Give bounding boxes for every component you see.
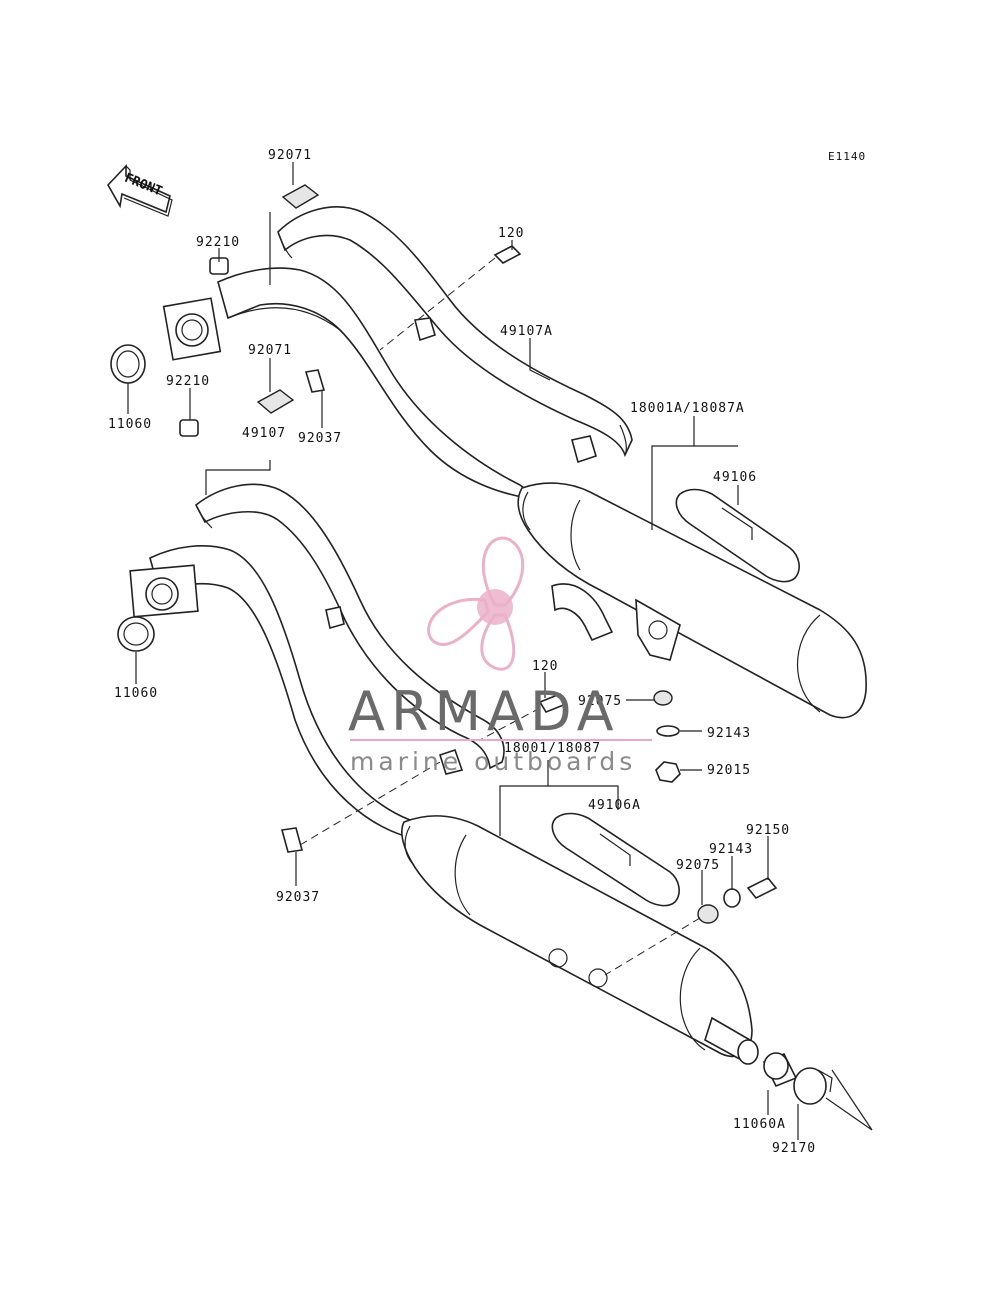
propeller-logo-icon: [427, 536, 525, 671]
part-label-11060-top: 11060: [108, 417, 152, 432]
part-label-49107: 49107: [242, 426, 286, 441]
part-label-49107A: 49107A: [500, 324, 553, 339]
part-label-92075-top: 92075: [578, 694, 622, 709]
part-label-92071-top: 92071: [268, 148, 312, 163]
part-label-11060A: 11060A: [733, 1117, 786, 1132]
armada-watermark: ARMADA marine outboards: [348, 536, 652, 776]
part-label-92150: 92150: [746, 823, 790, 838]
part-label-18001-18087: 18001/18087: [504, 741, 601, 756]
rubber-pad-icon: [256, 389, 295, 414]
bolt-icon: [538, 693, 568, 713]
part-label-18001A-18087A: 18001A/18087A: [630, 401, 745, 416]
clip-icon: [280, 827, 304, 853]
part-label-49106: 49106: [713, 470, 757, 485]
washer-icon: [723, 888, 741, 908]
gasket-icon: [117, 616, 155, 652]
part-label-92210-mid: 92210: [166, 374, 210, 389]
lower-exhaust-pipe: [129, 483, 759, 1065]
part-label-92143-top: 92143: [707, 726, 751, 741]
upper-exhaust-pipe: [162, 206, 867, 719]
bolt-icon: [493, 245, 522, 264]
grommet-icon: [653, 690, 673, 706]
collar-icon: [179, 419, 199, 437]
part-label-92170: 92170: [772, 1141, 816, 1156]
clamp-icon: [793, 1067, 827, 1105]
part-label-120-top: 120: [498, 226, 524, 241]
watermark-brand: ARMADA: [348, 680, 620, 743]
watermark-tagline: marine outboards: [350, 747, 636, 776]
clip-icon: [304, 369, 326, 393]
nut-icon: [655, 761, 681, 783]
rubber-pad-icon: [281, 184, 320, 209]
part-label-92037-top: 92037: [298, 431, 342, 446]
part-label-92071-mid: 92071: [248, 343, 292, 358]
part-label-92210-top: 92210: [196, 235, 240, 250]
leader-lines: [127, 162, 873, 1140]
diagram-code: E1140: [828, 150, 866, 163]
part-label-49106A: 49106A: [588, 798, 641, 813]
part-label-92143-bot: 92143: [709, 842, 753, 857]
front-arrow-icon: FRONT: [107, 163, 173, 217]
part-labels: 92071 92210 11060 92071 92210 92037 120 …: [108, 148, 816, 1156]
part-label-92037-bot: 92037: [276, 890, 320, 905]
washer-icon: [656, 725, 680, 737]
part-label-92015: 92015: [707, 763, 751, 778]
part-label-92075-bot: 92075: [676, 858, 720, 873]
grommet-icon: [697, 904, 719, 924]
bolt-icon: [746, 876, 778, 900]
small-parts: [110, 184, 833, 1105]
part-label-120-mid: 120: [532, 659, 558, 674]
part-label-11060-mid: 11060: [114, 686, 158, 701]
